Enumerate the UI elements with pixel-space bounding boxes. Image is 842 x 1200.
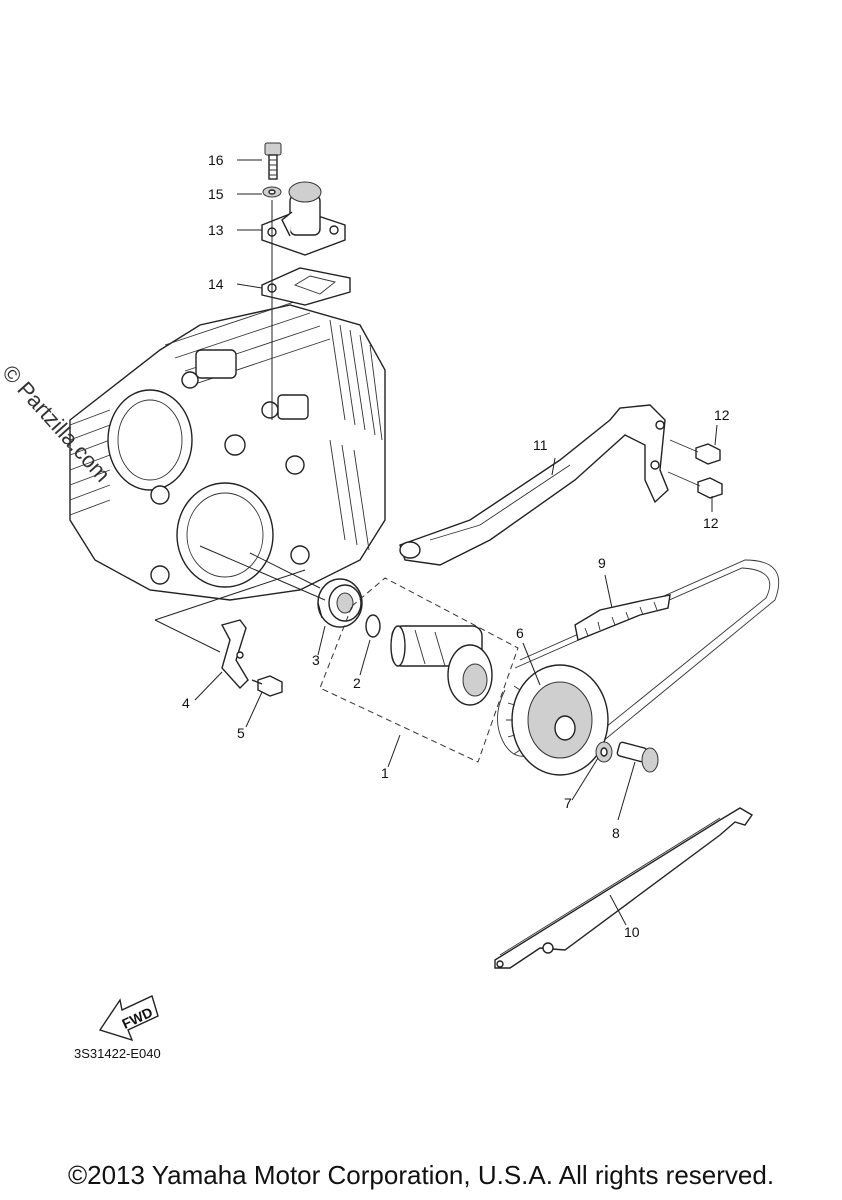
callout-14: 14 [208, 276, 224, 292]
copyright-notice: ©2013 Yamaha Motor Corporation, U.S.A. A… [67, 1160, 775, 1190]
callout-3: 3 [312, 652, 320, 668]
callout-4: 4 [182, 695, 190, 711]
cam-sprocket-6 [506, 664, 609, 776]
callout-11: 11 [533, 437, 548, 453]
gasket-14 [261, 267, 351, 306]
diagram-code: 3S31422-E040 [74, 1046, 161, 1061]
callout-5: 5 [237, 725, 245, 741]
callout-16: 16 [208, 152, 224, 168]
chain-tensioner-13 [261, 181, 346, 256]
o-ring-2 [365, 614, 381, 638]
callout-10: 10 [624, 924, 640, 940]
callout-6: 6 [516, 625, 524, 641]
washer-7 [595, 741, 613, 763]
bolt-12-upper [669, 439, 721, 465]
chain-guide-11 [399, 404, 669, 566]
callout-9: 9 [598, 555, 606, 571]
bolt-5 [251, 675, 283, 697]
camshaft-dashed-box [319, 577, 519, 763]
leader-lines [194, 159, 718, 926]
callout-2: 2 [353, 675, 361, 691]
callout-15: 15 [208, 186, 224, 202]
callout-13: 13 [208, 222, 224, 238]
callout-1: 1 [381, 765, 389, 781]
stopper-4 [220, 619, 249, 690]
callout-12-lower: 12 [703, 515, 719, 531]
tensioner-bolt-16 [264, 142, 282, 180]
callout-8: 8 [612, 825, 620, 841]
callout-7: 7 [564, 795, 572, 811]
callout-12-upper: 12 [714, 407, 730, 423]
bolt-12-lower [667, 471, 723, 499]
cam-chain-9 [497, 559, 780, 761]
bearing-3 [317, 578, 363, 628]
camshaft-1 [390, 625, 493, 706]
callout-numbers: 16 15 13 14 11 12 12 9 6 3 2 4 5 1 7 8 1… [182, 152, 730, 940]
washer-15 [262, 186, 282, 198]
cylinder-head [69, 299, 386, 601]
bolt-8 [616, 741, 659, 773]
chain-guide-10 [494, 807, 754, 969]
fwd-arrow-icon: FWD [98, 995, 159, 1042]
